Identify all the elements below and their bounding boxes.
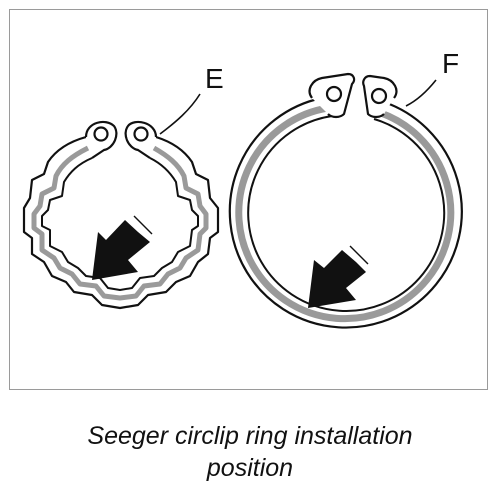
ring-f-band: [235, 104, 455, 323]
ring-e: [22, 93, 220, 310]
figure-caption: Seeger circlip ring installation positio…: [0, 420, 500, 484]
ring-e-leader-line: [159, 93, 201, 135]
caption-line-1: Seeger circlip ring installation: [87, 422, 413, 450]
circlip-diagram: [22, 72, 463, 329]
ring-f-outer-contour: [228, 96, 463, 329]
ring-e-inner-contour: [41, 157, 199, 291]
ring-f-right-eye: [370, 87, 388, 105]
ring-f-leader-line: [405, 79, 437, 107]
ring-f: [228, 72, 463, 329]
ring-e-outer-contour: [22, 135, 220, 310]
ring-e-right-eye: [133, 126, 149, 142]
figure-frame: E F: [9, 9, 488, 390]
arrow-down-left-icon: [92, 215, 153, 280]
ring-e-label: E: [205, 63, 224, 94]
ring-f-inner-contour: [247, 115, 446, 312]
arrow-down-left-icon: [308, 245, 369, 308]
ring-e-band: [31, 145, 209, 301]
ring-f-label: F: [442, 48, 460, 79]
caption-line-2: position: [206, 454, 294, 482]
ring-f-left-eye: [325, 85, 343, 103]
ring-e-left-eye: [93, 126, 109, 142]
